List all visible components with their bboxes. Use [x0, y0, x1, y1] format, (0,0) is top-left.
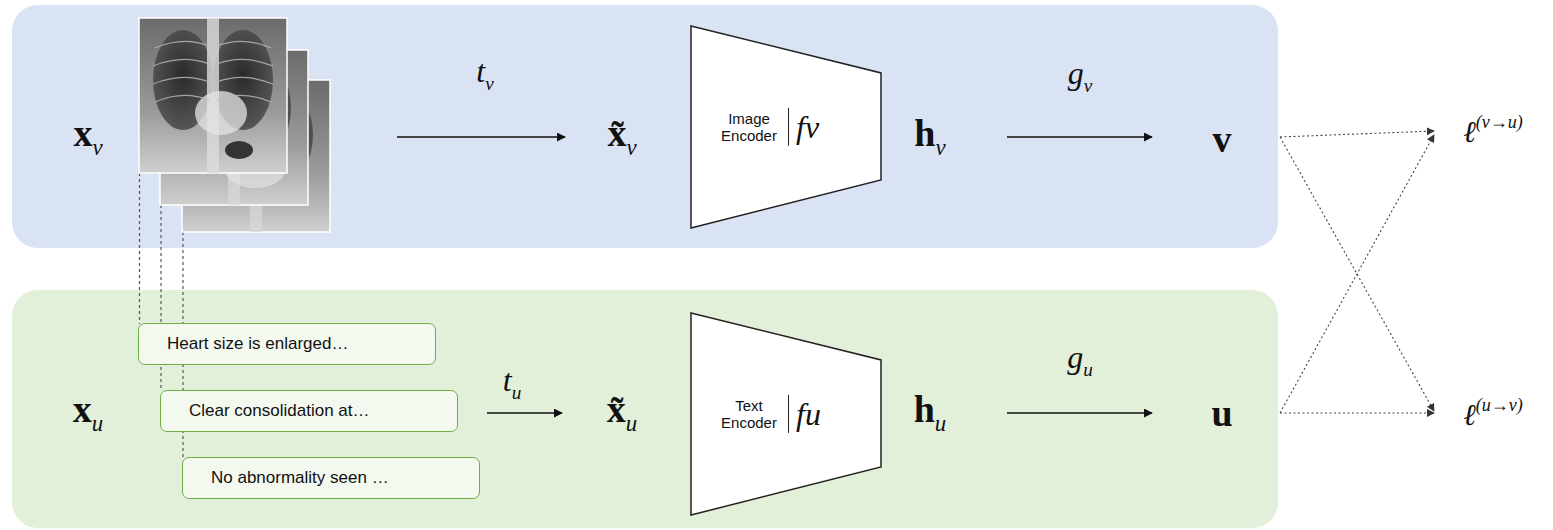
math-symbol: u [1211, 394, 1232, 432]
math-symbol: hu [914, 390, 947, 436]
report-text: Heart size is enlarged… [167, 333, 421, 355]
math-symbol: hv [914, 114, 945, 160]
encoder-outline [691, 313, 881, 515]
math-symbol: x̃u [607, 390, 637, 436]
xray-stack [139, 18, 330, 232]
report-box: Heart size is enlarged… [138, 323, 436, 365]
report-text: Clear consolidation at… [189, 400, 443, 422]
encoder-outline [691, 26, 881, 228]
encoder-label: Image Encoderfv [716, 108, 819, 146]
math-symbol: xv [73, 114, 102, 160]
encoder-function: fv [788, 108, 819, 146]
encoder-trapezoid: Image Encoderfv [690, 25, 882, 229]
encoder-function: fu [788, 395, 821, 433]
report-text: No abnormality seen … [211, 467, 465, 489]
math-symbol: x̃v [607, 114, 636, 160]
math-symbol: v [1213, 120, 1232, 158]
encoder-name: Image Encoder [716, 110, 782, 145]
math-symbol: xu [73, 390, 103, 436]
math-symbol: ℓ(u→v) [1463, 396, 1522, 430]
encoder-label: Text Encoderfu [716, 395, 821, 433]
image-band [12, 5, 1278, 248]
trapezoid-outline [690, 25, 882, 229]
encoder-trapezoid: Text Encoderfu [690, 312, 882, 516]
math-symbol: tu [503, 364, 521, 402]
math-symbol: tv [476, 55, 493, 93]
report-box: Clear consolidation at… [160, 390, 458, 432]
report-box: No abnormality seen … [182, 457, 480, 499]
text-band [12, 290, 1278, 528]
math-symbol: ℓ(v→u) [1463, 113, 1522, 147]
encoder-name: Text Encoder [716, 397, 782, 432]
trapezoid-outline [690, 312, 882, 516]
math-symbol: gv [1068, 57, 1093, 95]
math-symbol: gu [1067, 341, 1093, 379]
loss-arrows [1280, 131, 1434, 413]
